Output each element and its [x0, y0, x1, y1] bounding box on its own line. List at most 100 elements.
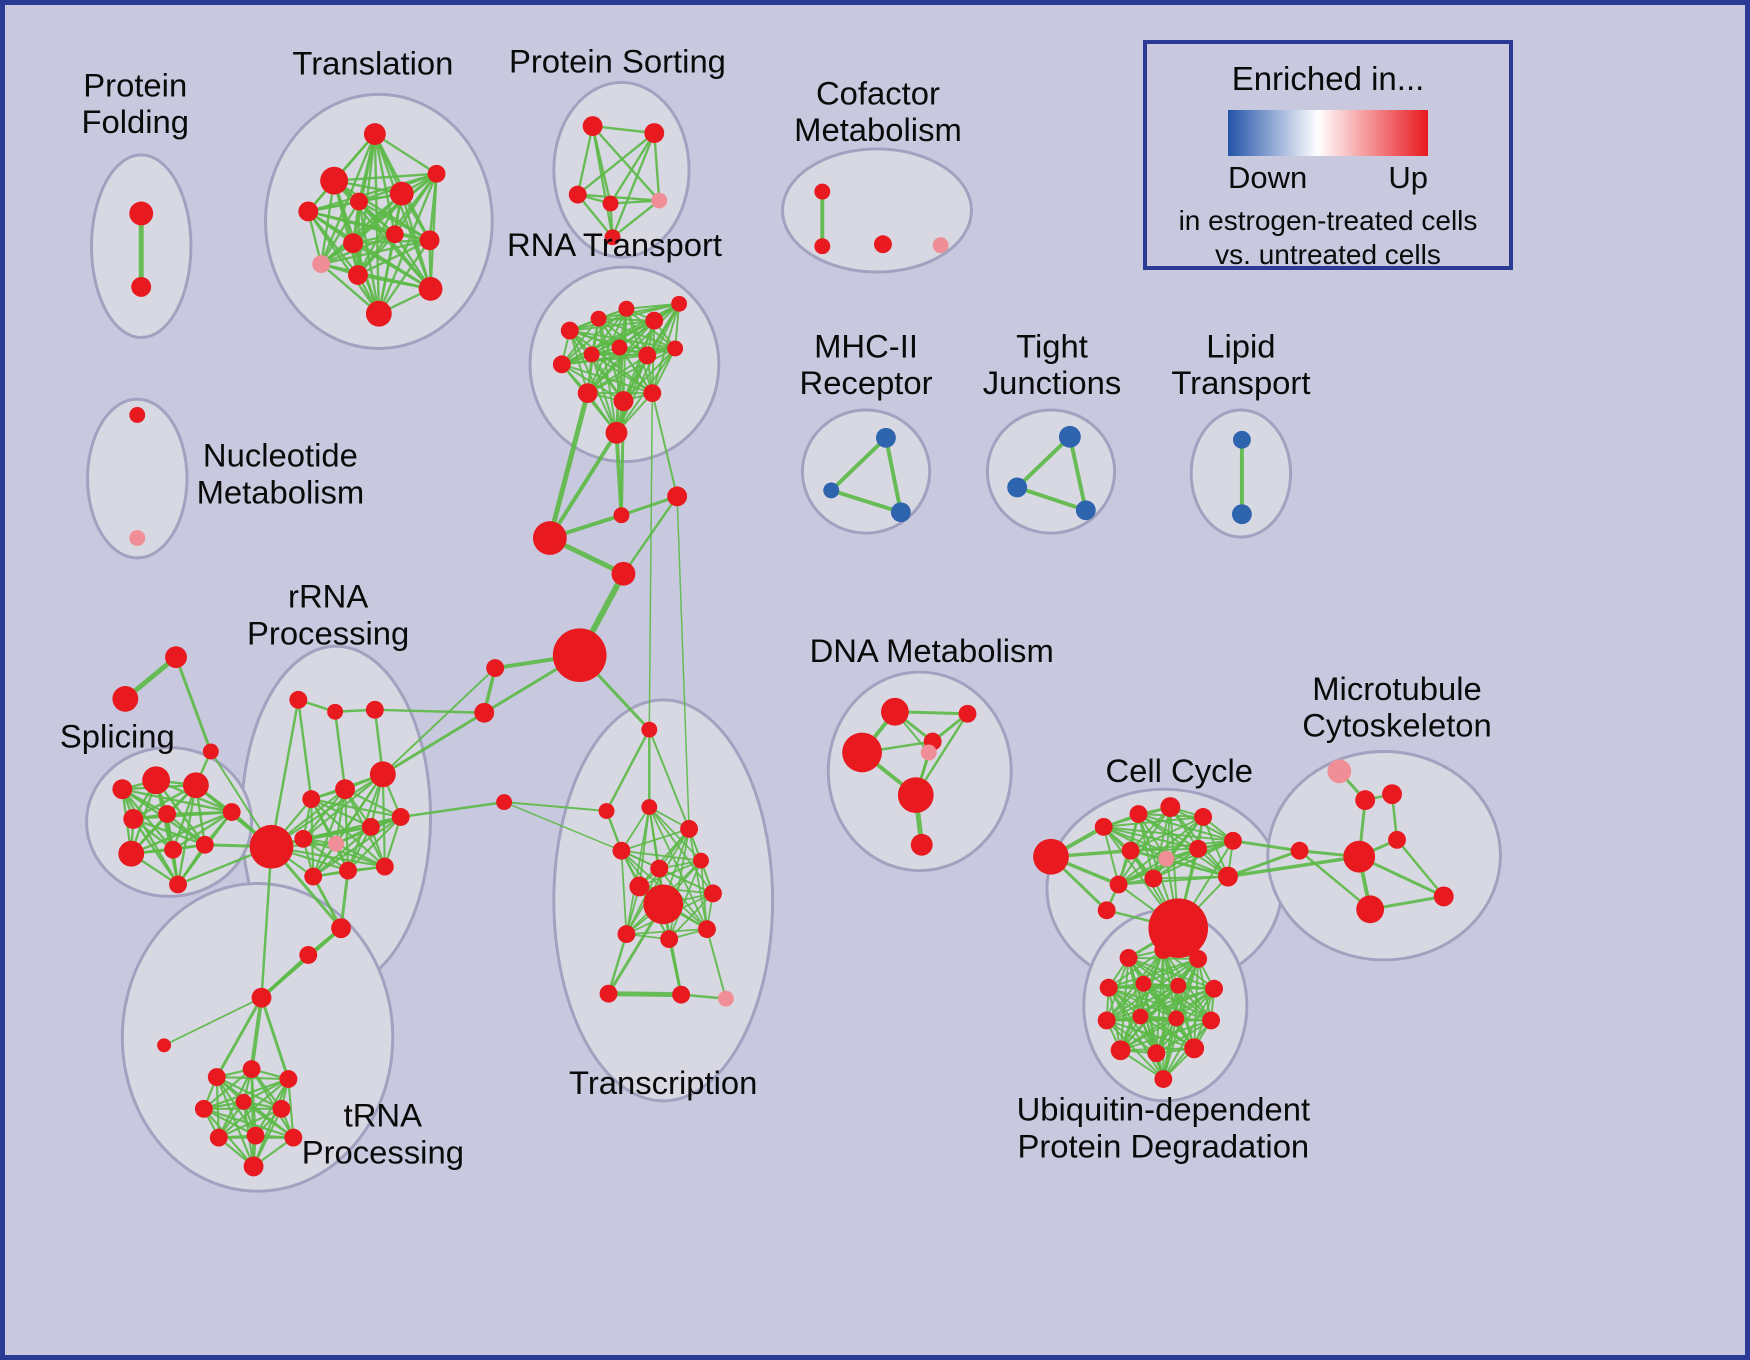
legend-title: Enriched in... — [1231, 60, 1425, 97]
node-tj2 — [1007, 477, 1028, 498]
edge-r4-r13 — [310, 798, 386, 868]
node-u8 — [1097, 1011, 1116, 1030]
node-r5 — [335, 779, 355, 800]
node-m3 — [1382, 784, 1402, 805]
edge-t9-t11 — [319, 239, 431, 266]
edge-s1-s10 — [121, 788, 233, 814]
edge-rt2-rt14 — [597, 317, 618, 434]
edge-s6-s10 — [130, 810, 233, 855]
node-rt12 — [613, 391, 634, 411]
node-u14 — [1184, 1038, 1205, 1059]
cluster-ellipse-cofactor-metabolism — [781, 147, 973, 274]
node-tc8 — [629, 876, 650, 897]
edge-r7-r13 — [302, 837, 386, 868]
edge-tn3-tn10 — [250, 1068, 295, 1139]
edge-ps2-ps4 — [609, 131, 656, 205]
edge-tn4-tn5 — [202, 1077, 290, 1110]
edge-rt1-rt4 — [568, 319, 656, 332]
node-c11 — [1218, 866, 1238, 887]
node-t13 — [365, 300, 392, 327]
edge-rt13-cn1 — [651, 392, 679, 498]
node-s7 — [164, 840, 182, 859]
edge-tc1-tc2 — [605, 728, 651, 813]
node-ps2 — [644, 123, 665, 143]
edge-ps5-ps6 — [611, 199, 661, 239]
node-tc5 — [612, 841, 631, 860]
node-t11 — [419, 230, 440, 251]
node-r4 — [302, 790, 321, 809]
edge-cn1-tc4 — [676, 495, 690, 830]
node-d4 — [958, 704, 977, 723]
node-cf4 — [932, 237, 949, 254]
edge-u3-u11 — [1197, 957, 1213, 1022]
node-tc7 — [693, 852, 709, 869]
edge-t4-t11 — [357, 200, 431, 242]
node-r10 — [391, 808, 410, 826]
cluster-label-rna-transport: RNA Transport — [507, 226, 722, 263]
node-tn6 — [235, 1093, 252, 1110]
edge-tn1-tn0 — [163, 996, 263, 1047]
edge-r2-r5 — [333, 710, 347, 791]
edge-t4-t12 — [357, 200, 432, 291]
cluster-label-protein-sorting: Protein Sorting — [509, 43, 726, 80]
edge-tc4-tc11 — [625, 828, 690, 936]
edge-s7-s10 — [171, 810, 233, 851]
node-t2 — [320, 166, 349, 195]
node-r8 — [328, 835, 345, 852]
node-pf2 — [131, 276, 152, 297]
edge-rt9-rt11 — [586, 354, 649, 395]
node-c0 — [1033, 838, 1069, 875]
node-pf1 — [129, 201, 154, 226]
edge-t2-t6 — [332, 172, 438, 182]
node-u1 — [1119, 949, 1138, 967]
edge-r7-r10 — [302, 815, 402, 840]
node-m5 — [1343, 840, 1376, 873]
node-rh — [249, 824, 294, 869]
node-tn5 — [194, 1099, 213, 1118]
node-t7 — [343, 233, 363, 254]
node-t12 — [418, 276, 443, 301]
edge-r10-r12 — [346, 815, 402, 872]
edge-rt5-rt7 — [590, 302, 681, 356]
edge-c8-c9 — [1117, 839, 1234, 886]
node-d2 — [842, 732, 882, 773]
cluster-ellipse-mhc-ii-receptor — [800, 408, 932, 535]
edge-tc14-tc15 — [606, 991, 684, 998]
edge-s5-s10 — [165, 810, 233, 816]
edge-r7-r12 — [302, 837, 350, 872]
node-cf3 — [874, 235, 892, 254]
legend-box: Enriched in... Down Up in estrogen-treat… — [1143, 40, 1513, 270]
node-c10 — [1144, 869, 1163, 888]
legend-scale-row: Down Up — [1228, 160, 1428, 196]
node-mh3 — [890, 502, 911, 523]
edge-u10-u12 — [1119, 1017, 1178, 1052]
edge-ps1-ps3 — [576, 124, 594, 196]
node-u9 — [1132, 1008, 1149, 1025]
edge-tj1-tj3 — [1067, 434, 1088, 513]
node-lt1 — [1232, 430, 1251, 449]
edge-c11-m5 — [1226, 854, 1361, 879]
node-rt4 — [645, 311, 664, 330]
cluster-ellipse-nucleotide-metabolism — [86, 397, 189, 560]
node-s1 — [112, 779, 133, 800]
edge-t3-t13 — [307, 210, 381, 315]
node-u11 — [1202, 1011, 1221, 1030]
node-t9 — [312, 255, 331, 274]
node-ps1 — [582, 116, 603, 137]
edge-cn5-r6 — [381, 667, 497, 776]
edge-m4-m8 — [1298, 849, 1372, 911]
edge-m6-m7 — [1395, 838, 1445, 898]
edge-c2-c8 — [1137, 813, 1234, 842]
node-u6 — [1170, 977, 1187, 994]
edge-t1-t6 — [373, 132, 438, 175]
node-tc11 — [617, 925, 636, 944]
node-m8 — [1356, 895, 1385, 924]
edge-tc12-tc15 — [667, 937, 683, 996]
edge-tc4-tc5 — [620, 828, 690, 852]
